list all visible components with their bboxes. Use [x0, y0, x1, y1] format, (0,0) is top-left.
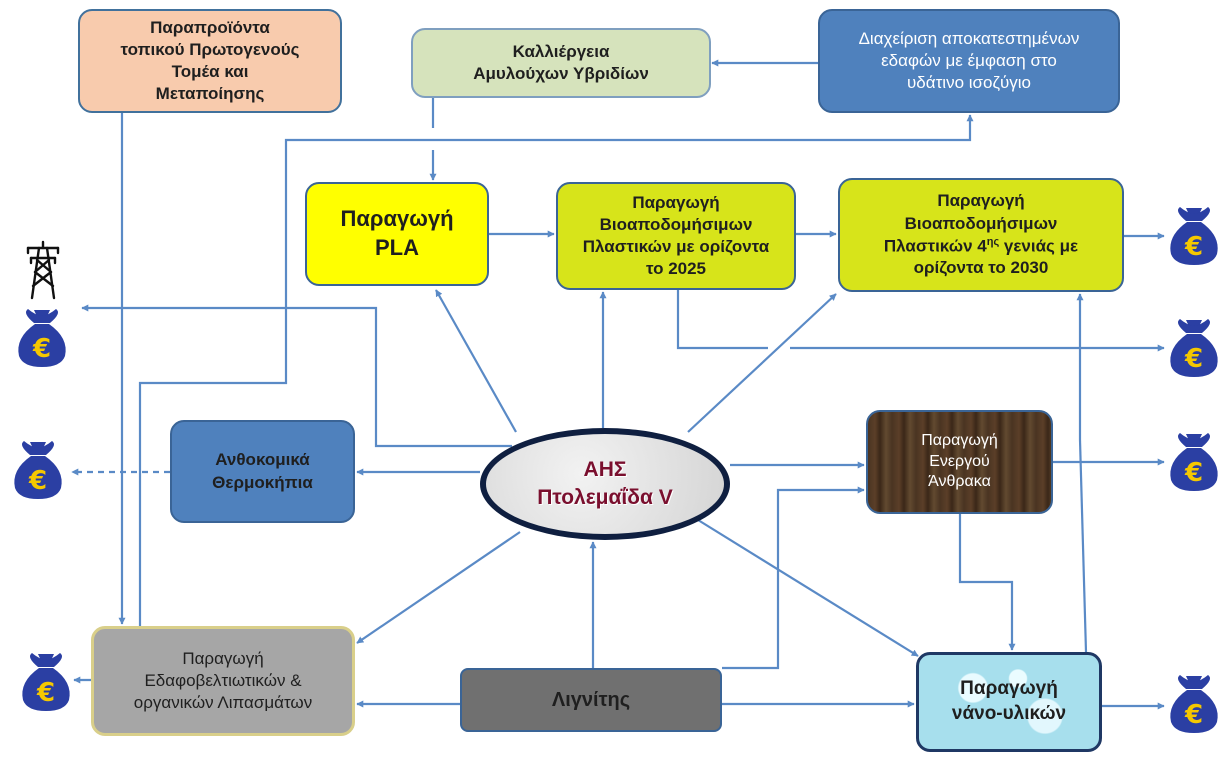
euro-symbol: € [1184, 700, 1203, 730]
node-byproducts-line-1: Παραπροϊόντα [150, 17, 270, 37]
node-greenhouses: Ανθοκομικά Θερμοκήπια [170, 420, 355, 523]
node-cultivation-line-2: Αμυλούχων Υβριδίων [473, 64, 649, 83]
node-soil-management: Διαχείριση αποκατεστημένων εδαφών με έμφ… [818, 9, 1120, 113]
euro-symbol: € [1184, 232, 1203, 262]
node-bio2025-line-3: Πλαστικών με ορίζοντα [582, 237, 770, 256]
center-line-1: ΑΗΣ [583, 457, 627, 481]
arrow-center-to-power [81, 304, 512, 448]
node-cultivation: Καλλιέργεια Αμυλούχων Υβριδίων [411, 28, 711, 98]
money-bag-icon: € [1170, 675, 1218, 733]
node-bio2025-line-4: το 2025 [645, 259, 707, 279]
node-greenhouses-line-1: Ανθοκομικά [215, 450, 310, 470]
arrow-lignite-to-carbon [722, 486, 865, 670]
arrow-nano-to-bio2030 [1078, 439, 1088, 653]
node-bio2025-line-1: Παραγωγή [632, 192, 720, 212]
arrow-center-to-bio2030 [687, 293, 837, 433]
node-greenhouses-line-2: Θερμοκήπια [212, 472, 313, 492]
euro-symbol: € [28, 466, 47, 496]
node-bioplastics-2030: Παραγωγή Βιοαποδομήσιμων Πλαστικών 4ης γ… [838, 178, 1124, 292]
arrow-bio2025-to-money [676, 290, 768, 350]
arrow-center-to-fertilizers [356, 531, 521, 644]
node-soil-line-3: υδάτινο ισοζύγιο [906, 73, 1031, 93]
node-byproducts-line-2: τοπικού Πρωτογενούς [120, 39, 300, 59]
money-bag-icon: € [1170, 319, 1218, 377]
node-carbon-line-1: Παραγωγή [921, 431, 998, 449]
money-bag-icon: € [22, 653, 70, 711]
node-cultivation-line-1: Καλλιέργεια [512, 41, 610, 61]
node-fertilizers: Παραγωγή Εδαφοβελτιωτικών & οργανικών Λι… [91, 626, 355, 736]
node-bioplastics-2025: Παραγωγή Βιοαποδομήσιμων Πλαστικών με ορ… [556, 182, 796, 290]
node-fert-line-3: οργανικών Λιπασμάτων [133, 693, 313, 713]
node-pla: Παραγωγή PLA [305, 182, 489, 286]
node-soil-line-1: Διαχείριση αποκατεστημένων [858, 28, 1080, 48]
node-bio2030-line-3-post: γενιάς με [999, 236, 1079, 256]
node-pla-line-2: PLA [374, 235, 419, 260]
node-bio2030-line-3-sup: ης [986, 235, 1000, 248]
node-bio2030-line-4: ορίζοντα το 2030 [913, 258, 1049, 278]
euro-symbol: € [36, 678, 55, 708]
money-bag-icon: € [1170, 433, 1218, 491]
node-byproducts-line-3: Τομέα και [171, 62, 249, 81]
node-bio2025-line-2: Βιοαποδομήσιμων [599, 214, 753, 234]
node-bio2030-line-3: Πλαστικών 4ης γενιάς με [884, 235, 1078, 258]
node-pla-line-1: Παραγωγή [340, 206, 454, 232]
node-fert-line-2: Εδαφοβελτιωτικών & [144, 670, 302, 690]
euro-symbol: € [32, 334, 51, 364]
money-bag-icon: € [1170, 207, 1218, 265]
power-pylon-icon [26, 240, 60, 300]
arrow-center-to-nano [689, 514, 919, 657]
arrow-fertilizers-to-soil [138, 114, 974, 626]
node-lignite: Λιγνίτης [460, 668, 722, 732]
node-power-plant-center: ΑΗΣ Πτολεμαΐδα V [480, 428, 730, 540]
center-line-2: Πτολεμαΐδα V [537, 486, 673, 509]
node-bio2030-line-2: Βιοαποδομήσιμων [904, 213, 1058, 233]
arrow-carbon-to-nano [958, 514, 1016, 651]
node-lignite-label: Λιγνίτης [551, 689, 631, 711]
node-active-carbon: Παραγωγή Ενεργού Άνθρακα [866, 410, 1053, 514]
node-nano-line-1: Παραγωγή [960, 678, 1058, 700]
node-soil-line-2: εδαφών με έμφαση στο [881, 50, 1057, 70]
money-bag-icon: € [18, 309, 66, 367]
euro-symbol: € [1184, 458, 1203, 488]
node-byproducts: Παραπροϊόντα τοπικού Πρωτογενούς Τομέα κ… [78, 9, 342, 113]
node-carbon-line-2: Ενεργού [929, 452, 990, 470]
node-bio2030-line-3-pre: Πλαστικών 4 [883, 236, 987, 256]
money-bag-icon: € [14, 441, 62, 499]
node-fert-line-1: Παραγωγή [182, 648, 264, 668]
node-nano-line-2: νάνο-υλικών [951, 703, 1067, 724]
arrow-center-to-pla [435, 289, 517, 433]
node-bio2030-line-1: Παραγωγή [937, 191, 1025, 211]
node-carbon-line-3: Άνθρακα [928, 473, 991, 491]
node-byproducts-line-4: Μεταποίησης [155, 84, 265, 104]
node-nanomaterials: Παραγωγή νάνο-υλικών [916, 652, 1102, 752]
euro-symbol: € [1184, 344, 1203, 374]
